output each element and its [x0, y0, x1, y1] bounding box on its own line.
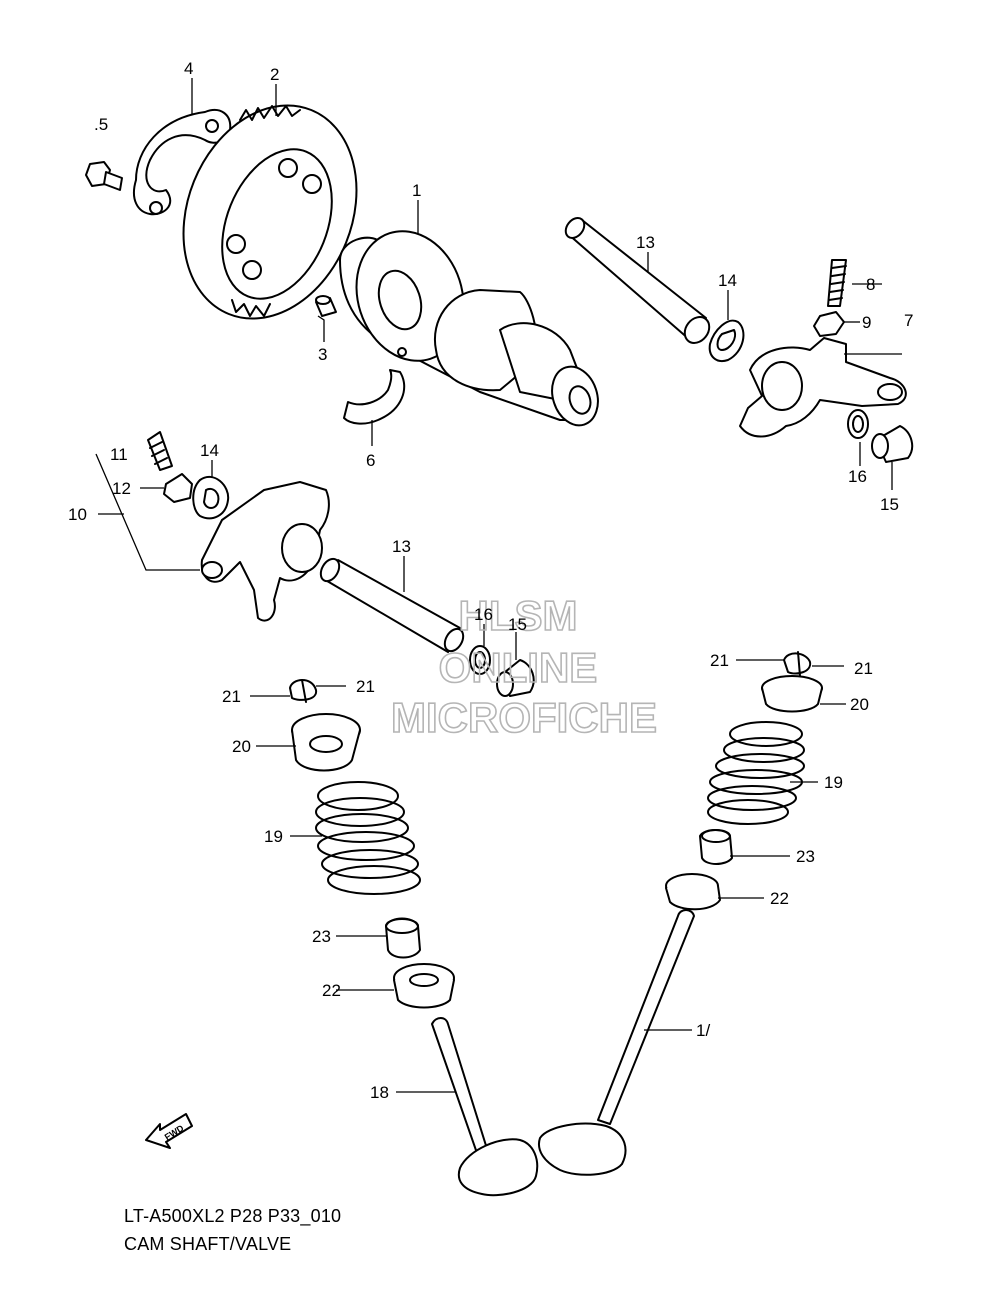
- part-17-valve-intake: [538, 909, 695, 1176]
- callout-2: 2: [270, 65, 279, 84]
- callout-23-left: 23: [312, 927, 331, 946]
- part-20-retainer-left: [291, 713, 361, 772]
- part-5-bolt: [85, 161, 123, 191]
- part-22-seat-left: [393, 963, 455, 1009]
- part-6-half-ring: [343, 369, 406, 425]
- callout-16-upper: 16: [848, 467, 867, 486]
- callout-14-left: 14: [200, 441, 219, 460]
- callout-6: 6: [366, 451, 375, 470]
- part-21-cotter-left: [289, 679, 318, 703]
- callout-3: 3: [318, 345, 327, 364]
- callout-10: 10: [68, 505, 87, 524]
- section-title: CAM SHAFT/VALVE: [124, 1234, 292, 1254]
- part-13-rocker-shaft-left: [319, 557, 465, 653]
- part-20-retainer-right: [761, 675, 823, 713]
- part-12-nut: [163, 473, 193, 503]
- watermark-line1: HLSM: [459, 592, 578, 639]
- callout-17: 1/: [696, 1021, 710, 1040]
- leader-lines: [95, 78, 902, 1093]
- callout-22-left: 22: [322, 981, 341, 1000]
- callout-20-left: 20: [232, 737, 251, 756]
- callout-23-right: 23: [796, 847, 815, 866]
- part-11-adjust-screw: [147, 431, 173, 471]
- watermark-line2: ONLINE: [439, 644, 598, 691]
- callout-11: 11: [110, 445, 128, 464]
- callout-21-left-b: 21: [356, 677, 375, 696]
- callout-4: 4: [184, 59, 193, 78]
- watermark: HLSM ONLINE MICROFICHE: [390, 591, 658, 742]
- part-16-washer-mid: [469, 645, 491, 675]
- part-9-nut: [813, 311, 845, 337]
- part-15-plug-mid: [496, 659, 535, 697]
- part-19-spring-right: [707, 721, 805, 825]
- part-23-seal-right: [699, 829, 733, 865]
- part-14-spring-left: [192, 475, 230, 520]
- part-19-spring-left: [315, 781, 421, 895]
- fwd-arrow-icon: FWD: [145, 1113, 193, 1149]
- callout-14-upper: 14: [718, 271, 737, 290]
- part-8-adjust-screw: [827, 259, 847, 307]
- callout-16-mid: 16: [474, 605, 493, 624]
- callout-5: .5: [94, 115, 108, 134]
- part-18-valve-exhaust: [431, 1017, 539, 1197]
- part-10-rocker-arm: [200, 481, 330, 622]
- callout-1: 1: [412, 181, 421, 200]
- part-15-plug-upper: [871, 425, 914, 463]
- callout-labels: 4 2 .5 1 3 6 13 14 8 9 7 16 15 11 12 14 …: [68, 59, 913, 1102]
- part-14-spring-upper: [708, 319, 745, 362]
- part-2-cam-sprocket: [182, 104, 358, 320]
- callout-19-right: 19: [824, 773, 843, 792]
- callout-8: 8: [866, 275, 875, 294]
- callout-13-upper: 13: [636, 233, 655, 252]
- part-3-pin: [315, 295, 337, 317]
- callout-15-upper: 15: [880, 495, 899, 514]
- callout-12: 12: [112, 479, 131, 498]
- callout-20-right: 20: [850, 695, 869, 714]
- callout-21-right-a: 21: [710, 651, 729, 670]
- part-22-seat-right: [665, 873, 721, 911]
- callout-13-left: 13: [392, 537, 411, 556]
- part-7-rocker-arm: [739, 337, 907, 438]
- part-1-camshaft: [339, 230, 599, 427]
- callout-18: 18: [370, 1083, 389, 1102]
- callout-21-left-a: 21: [222, 687, 241, 706]
- model-code: LT-A500XL2 P28 P33_010: [124, 1206, 342, 1226]
- part-13-rocker-shaft-upper: [564, 217, 711, 344]
- callout-19-left: 19: [264, 827, 283, 846]
- callout-15-mid: 15: [508, 615, 527, 634]
- part-21-cotter-right: [783, 651, 812, 677]
- callout-21-right-b: 21: [854, 659, 873, 678]
- callout-9: 9: [862, 313, 871, 332]
- watermark-line3: MICROFICHE: [391, 694, 657, 741]
- part-16-washer-upper: [847, 409, 869, 439]
- callout-7: 7: [904, 311, 913, 330]
- part-23-seal-left: [385, 917, 421, 959]
- callout-22-right: 22: [770, 889, 789, 908]
